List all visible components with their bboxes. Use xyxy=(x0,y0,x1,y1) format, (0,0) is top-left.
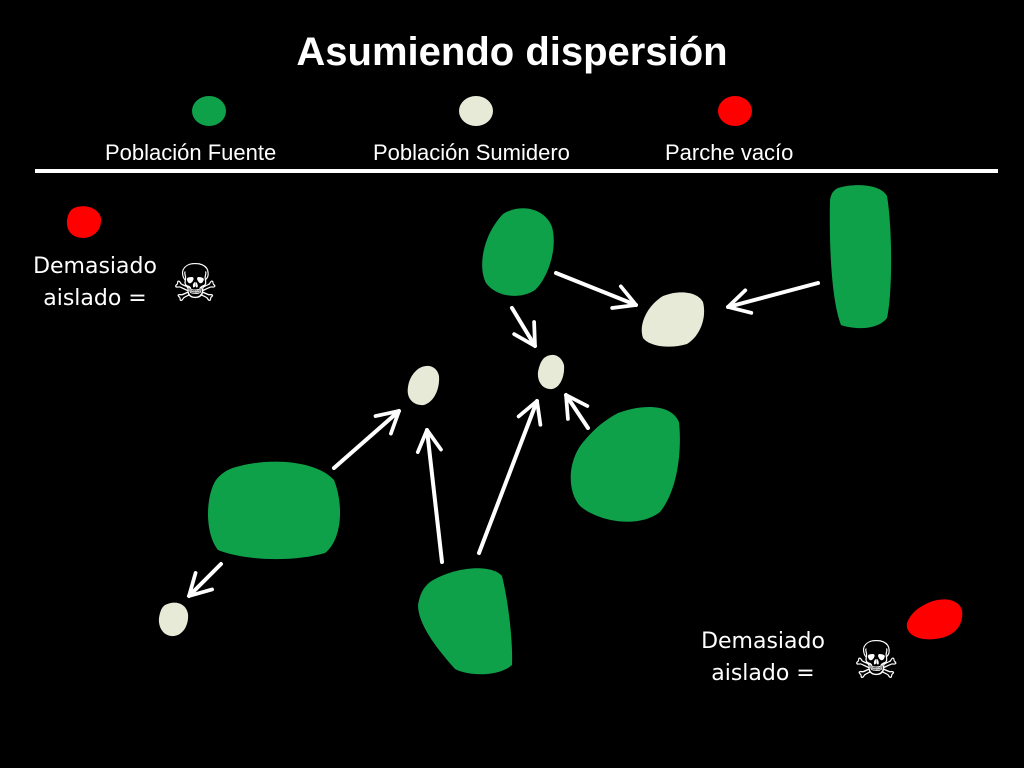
legend-markers xyxy=(35,96,998,173)
arrow-top-center-to-upper-sink xyxy=(554,271,638,310)
isolated-note-bottom-right: Demasiado aislado = xyxy=(688,626,838,690)
arrow-left-to-bottom-left-sink xyxy=(187,562,223,598)
legend-sink-marker xyxy=(459,96,493,126)
legend-label-sink: Población Sumidero xyxy=(373,140,570,165)
legend-empty-marker xyxy=(718,96,752,126)
isolated-note-line1: Demasiado xyxy=(33,254,157,279)
sink-patch-center-small xyxy=(537,354,565,390)
legend-source-marker xyxy=(192,96,226,126)
isolated-note-top-left: Demasiado aislado = xyxy=(20,251,170,315)
empty-patch-top-left xyxy=(66,206,102,238)
source-patch-top-right xyxy=(829,185,892,329)
slide-title: Asumiendo dispersión xyxy=(296,30,728,74)
legend-label-source: Población Fuente xyxy=(105,140,277,165)
isolated-note-line2: aislado = xyxy=(43,286,147,311)
sink-patch-bottom-left xyxy=(158,602,189,637)
arrow-left-to-center-left-sink xyxy=(332,409,401,470)
source-patch-top-center xyxy=(482,208,554,296)
empty-patch-bottom-right xyxy=(906,599,963,640)
source-patch-middle-right xyxy=(570,406,680,522)
skull-crossbones-icon: ☠ xyxy=(853,631,900,691)
isolated-note-line1: Demasiado xyxy=(701,629,825,654)
sink-patch-upper-right xyxy=(641,292,705,347)
dispersal-arrows xyxy=(187,271,820,598)
arrow-bottom-center-to-small-sink xyxy=(477,399,543,555)
sink-patch-center-left xyxy=(407,365,440,406)
arrow-top-right-to-upper-sink xyxy=(726,281,820,315)
isolated-note-line2: aislado = xyxy=(711,661,815,686)
skull-crossbones-icon: ☠ xyxy=(172,254,219,314)
source-patch-left xyxy=(208,461,341,560)
legend-label-empty: Parche vacío xyxy=(665,140,794,165)
arrow-bottom-center-to-center-left-sink xyxy=(415,428,444,564)
arrow-top-center-to-small-sink xyxy=(510,306,537,348)
arrow-middle-right-to-small-sink xyxy=(564,393,590,430)
source-patch-bottom-center xyxy=(418,568,513,675)
